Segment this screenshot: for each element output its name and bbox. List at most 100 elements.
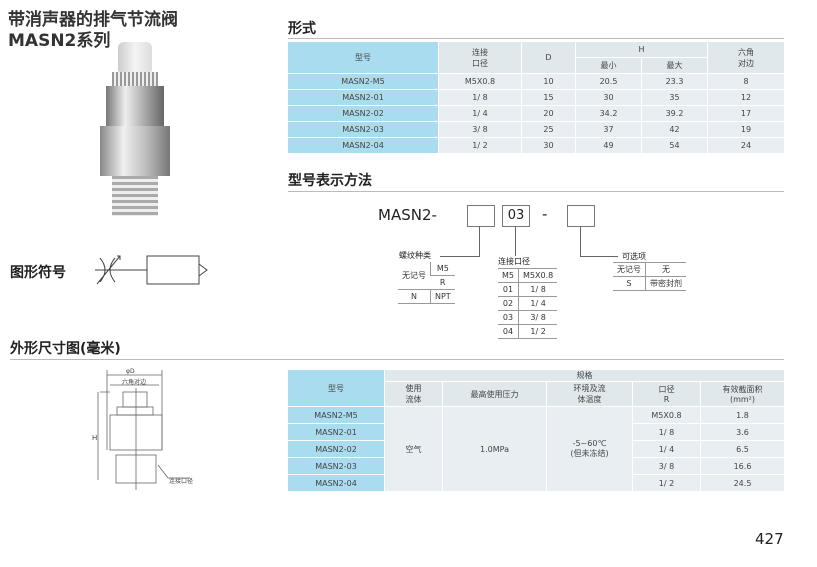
cell: M5 (429, 262, 455, 276)
thread-box (467, 205, 495, 227)
header-area: 有效截面积 (mm²) (700, 381, 785, 407)
header-h-max: 最大 (641, 57, 708, 74)
table-cell: 12 (707, 89, 785, 106)
table-cell: 15 (521, 89, 576, 106)
table-cell: 35 (641, 89, 708, 106)
table-cell: 37 (575, 121, 642, 138)
table-cell: MASN2-M5 (288, 73, 439, 90)
table-cell: MASN2-01 (288, 423, 385, 441)
section-symbol: 图形符号 (10, 265, 66, 281)
table-cell: M5X0.8 (632, 406, 701, 424)
table-cell: MASN2-M5 (288, 406, 385, 424)
header-hex: 六角 对边 (707, 42, 785, 74)
table-cell: 30 (575, 89, 642, 106)
cell: 带密封剂 (645, 276, 686, 291)
cell: N (398, 289, 431, 304)
title-cn: 带消声器的排气节流阀 (8, 10, 178, 30)
header-port: 连接 口径 (438, 42, 522, 74)
table-cell: 20.5 (575, 73, 642, 90)
table-cell: 1/ 2 (632, 474, 701, 492)
table-cell: 20 (521, 105, 576, 122)
cell: 1/ 2 (518, 324, 558, 339)
table-cell: MASN2-03 (288, 121, 439, 138)
table-cell: MASN2-01 (288, 89, 439, 106)
throttle-symbol (95, 255, 208, 285)
dim-d: φD (126, 368, 135, 375)
table-cell: 54 (641, 137, 708, 154)
table-cell: 3/ 8 (438, 121, 522, 138)
model-prefix: MASN2- (378, 206, 437, 224)
product-image (92, 42, 182, 222)
thread-label: 螺纹种类 (399, 251, 431, 260)
cell: 无记号 (613, 262, 646, 277)
table-cell: MASN2-03 (288, 457, 385, 475)
dash: - (542, 205, 548, 223)
table-cell: 6.5 (700, 440, 785, 458)
table-cell: 8 (707, 73, 785, 90)
port-label: 连接口径 (498, 257, 530, 266)
header-temp: 环境及流 体温度 (546, 381, 633, 407)
section-dimensions: 外形尺寸图(毫米) (10, 341, 121, 357)
cell: 无 (645, 262, 686, 277)
header-model: 型号 (288, 42, 439, 74)
cell: 04 (498, 324, 519, 339)
option-box (567, 205, 595, 227)
table-cell: 39.2 (641, 105, 708, 122)
table-cell: 24.5 (700, 474, 785, 492)
cell: M5X0.8 (518, 268, 558, 283)
dim-h: H (92, 434, 97, 442)
table-cell: 42 (641, 121, 708, 138)
section-model-code: 型号表示方法 (288, 173, 372, 189)
table-cell: 3/ 8 (632, 457, 701, 475)
header-port: 口径 R (632, 381, 701, 407)
cell: 01 (498, 282, 519, 297)
table-cell: 3.6 (700, 423, 785, 441)
table-cell: 空气 (384, 406, 443, 492)
table-cell: 1.0MPa (442, 406, 547, 492)
table-cell: MASN2-02 (288, 440, 385, 458)
table-cell: 1/ 8 (632, 423, 701, 441)
table-cell: 24 (707, 137, 785, 154)
dimension-drawing: φD 六角对边 H 连接口径 (92, 368, 193, 490)
table-cell: 17 (707, 105, 785, 122)
cell: 无记号 (398, 262, 431, 290)
table-cell: 49 (575, 137, 642, 154)
cell: NPT (429, 289, 455, 304)
option-label: 可选项 (622, 252, 646, 261)
cell: 1/ 4 (518, 296, 558, 311)
table-cell: 19 (707, 121, 785, 138)
table-cell: 1/ 8 (438, 89, 522, 106)
page-number: 427 (755, 530, 784, 548)
table-cell: 1/ 2 (438, 137, 522, 154)
table-cell: MASN2-02 (288, 105, 439, 122)
table-cell: 1.8 (700, 406, 785, 424)
dim-port: 连接口径 (169, 477, 193, 485)
cell: R (430, 275, 455, 290)
table-cell: 16.6 (700, 457, 785, 475)
cell: 3/ 8 (518, 310, 558, 325)
title-series: MASN2系列 (8, 31, 111, 51)
port-box: 03 (502, 205, 530, 227)
table-cell: 1/ 4 (438, 105, 522, 122)
cell: 1/ 8 (518, 282, 558, 297)
table-cell: 23.3 (641, 73, 708, 90)
header-d: D (521, 42, 576, 74)
table-cell: 10 (521, 73, 576, 90)
table-cell: MASN2-04 (288, 137, 439, 154)
cell: 02 (498, 296, 519, 311)
cell: 03 (498, 310, 519, 325)
cell: M5 (498, 268, 519, 283)
table-cell: MASN2-04 (288, 474, 385, 492)
